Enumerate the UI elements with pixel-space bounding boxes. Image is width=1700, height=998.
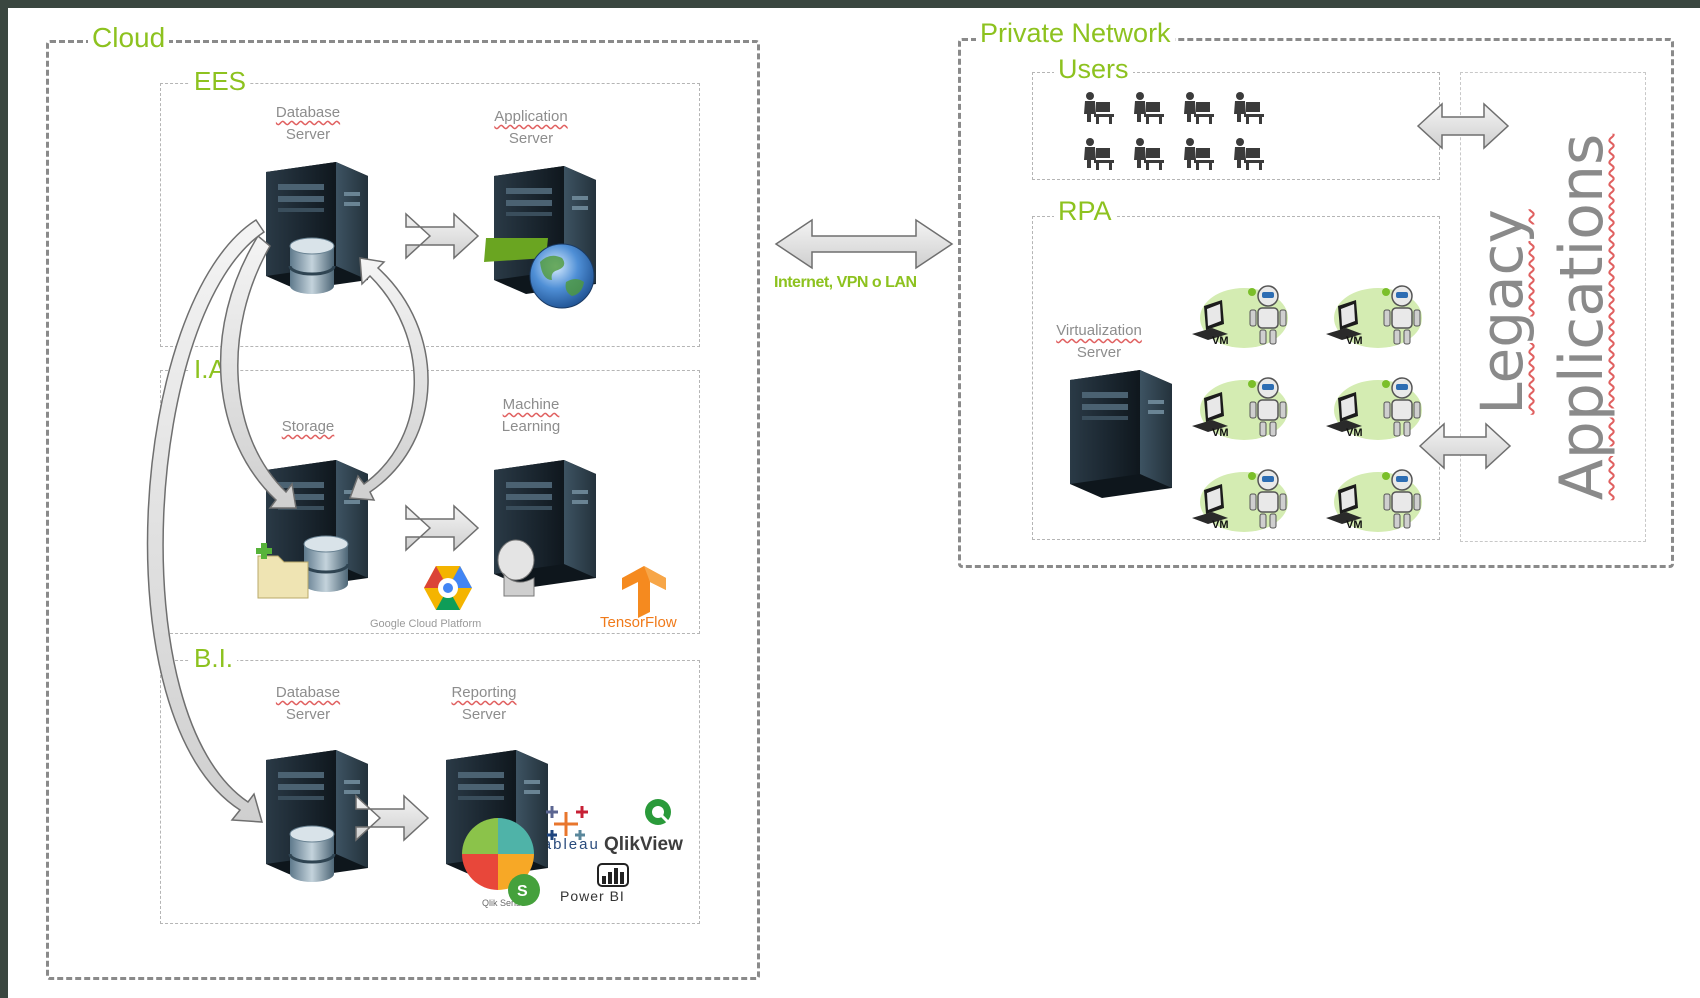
users-legacy-arrow-icon — [1416, 102, 1510, 150]
tableau-label: +ableau — [532, 836, 600, 853]
everis-badge-icon — [484, 238, 548, 262]
globe-icon — [529, 243, 595, 309]
tensorflow-icon — [622, 566, 666, 618]
private-network-zone — [958, 38, 1674, 568]
reporting-server-caption: Reporting Server — [451, 684, 517, 723]
legacy-box — [1460, 72, 1646, 542]
bi-database-icon — [288, 824, 336, 884]
google-cloud-icon — [424, 566, 472, 610]
internet-bidirectional-arrow-icon — [774, 218, 954, 270]
storage-database-icon — [302, 534, 350, 594]
ees-db-server-caption: Database Server — [275, 104, 341, 143]
tableau-icon — [546, 806, 588, 840]
rpa-box — [1032, 216, 1440, 540]
ml-caption: Machine Learning — [501, 396, 561, 435]
rpa-legacy-arrow-icon — [1418, 422, 1512, 470]
virtualization-server-icon — [1070, 370, 1172, 498]
bi-box — [160, 660, 700, 924]
ees-box — [160, 83, 700, 347]
ees-label: EES — [190, 68, 251, 94]
bi-db-server-caption: Database Server — [275, 684, 341, 723]
svg-text:S: S — [517, 883, 528, 900]
cloud-label: Cloud — [88, 24, 170, 52]
storage-caption: Storage — [281, 418, 335, 435]
power-bi-icon — [597, 863, 629, 887]
virtualization-server-caption: Virtualization Server — [1056, 322, 1142, 361]
private-network-label: Private Network — [976, 20, 1175, 47]
google-cloud-label: Google Cloud Platform — [370, 618, 482, 630]
vm-robot-icons — [1191, 285, 1423, 533]
rpa-label: RPA — [1054, 198, 1116, 225]
curved-flow-arrows — [146, 218, 429, 823]
cloud-zone — [46, 40, 760, 980]
robot-head-icon — [497, 539, 535, 597]
folder-icon — [256, 543, 309, 599]
users-label: Users — [1054, 56, 1133, 83]
qlikview-icon — [645, 799, 671, 825]
ia-bidirectional-arrow-icon — [405, 505, 479, 551]
ees-bidirectional-arrow-icon — [405, 213, 479, 259]
app-server-caption: Application Server — [494, 108, 568, 147]
qlik-sense-icon: S — [462, 818, 540, 906]
tensorflow-label: TensorFlow — [600, 614, 677, 631]
qlikview-label: QlikView — [604, 834, 683, 855]
ees-database-icon — [288, 236, 336, 296]
power-bi-label: Power BI — [560, 888, 625, 904]
qlik-sense-label: Qlik Sense — [482, 898, 526, 908]
connection-label: Internet, VPN o LAN — [774, 274, 917, 291]
users-icons — [1084, 92, 1264, 170]
bi-label: B.I. — [190, 645, 238, 671]
